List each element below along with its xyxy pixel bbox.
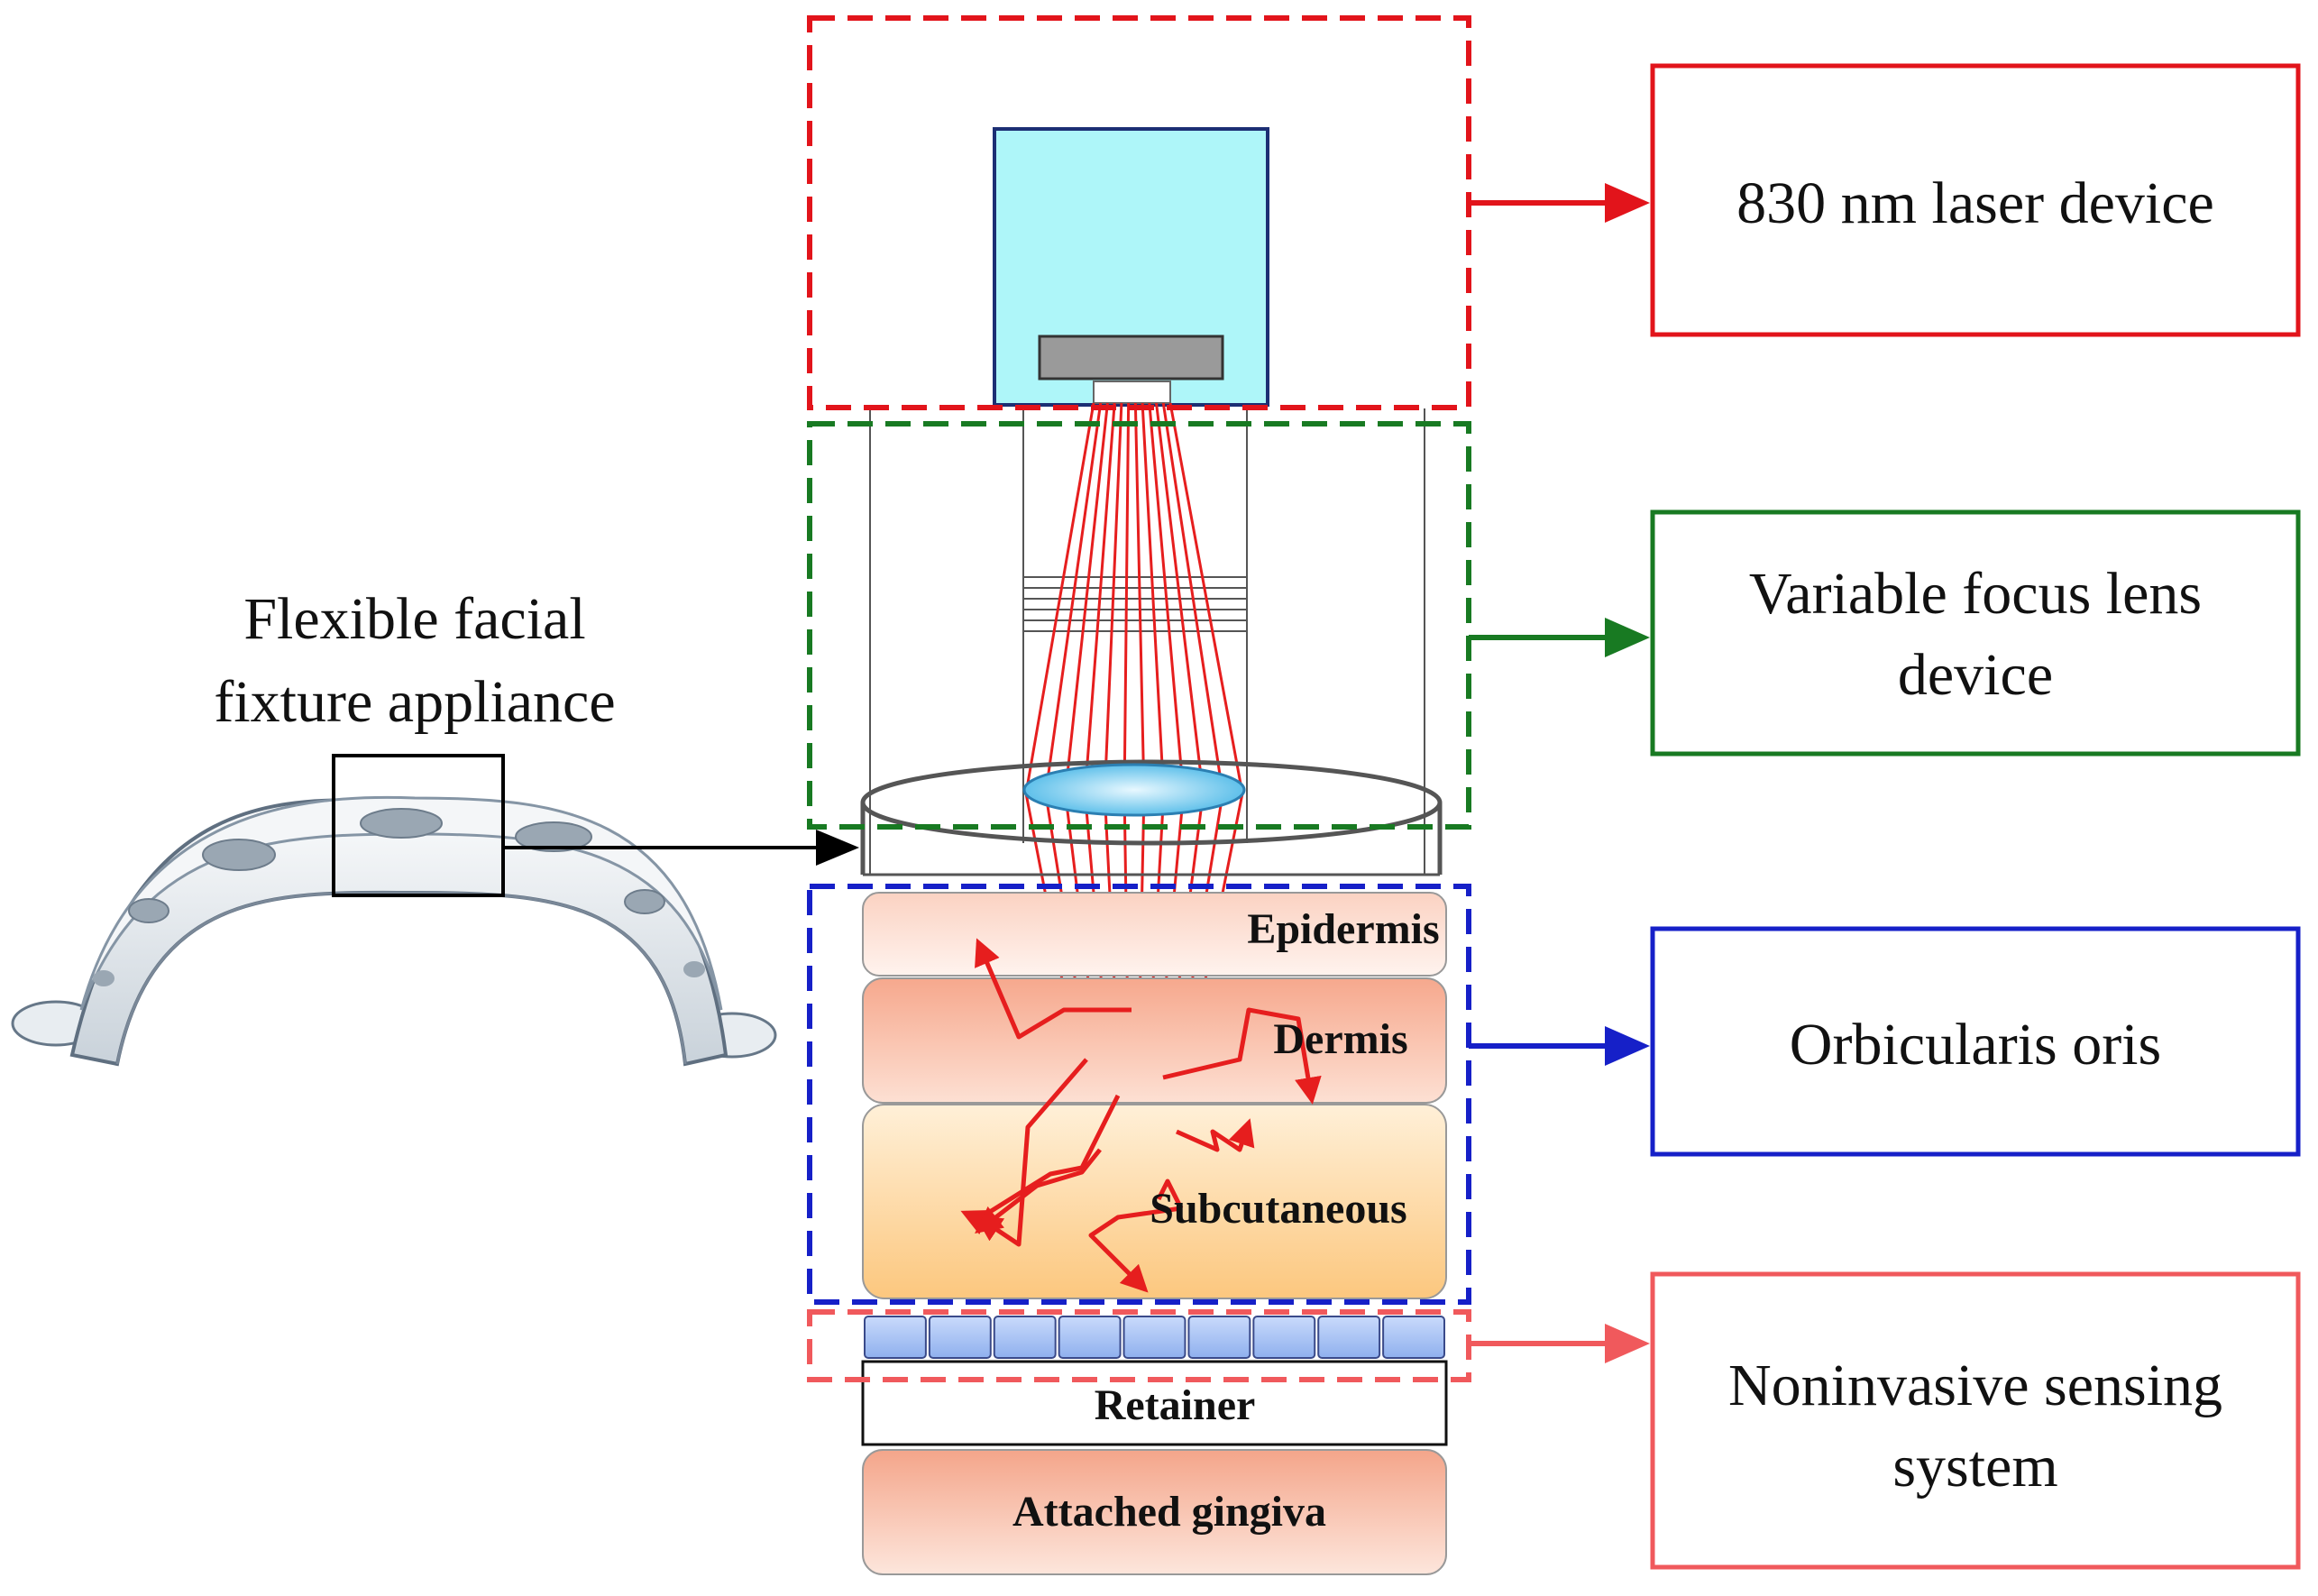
sensor-cell <box>993 1316 1057 1359</box>
sensing-callout-line2: system <box>1892 1434 2057 1500</box>
epidermis-label: Epidermis <box>1247 905 1439 953</box>
focus-lens <box>1022 763 1246 817</box>
sensor-cell <box>1317 1316 1381 1359</box>
sensor-cell <box>928 1316 992 1359</box>
epidermis-layer <box>862 892 1447 977</box>
subcutaneous-label: Subcutaneous <box>1150 1185 1406 1233</box>
callout-lens: Variable focus lens device <box>1650 509 2301 757</box>
appliance-label-line1: Flexible facial <box>243 586 585 652</box>
gingiva-layer <box>862 1449 1447 1575</box>
lens-callout-line2: device <box>1898 642 2053 708</box>
callout-laser: 830 nm laser device <box>1650 63 2301 337</box>
tissue-layers <box>861 892 1448 1575</box>
callout-arrows <box>1469 183 1650 1363</box>
dermis-label: Dermis <box>1273 1015 1407 1063</box>
appliance-label-line2: fixture appliance <box>214 669 615 735</box>
retainer-label: Retainer <box>1095 1381 1256 1429</box>
laser-callout-text: 830 nm laser device <box>1736 170 2214 236</box>
lens-tube <box>869 408 1425 875</box>
lens-platform <box>860 759 1443 876</box>
appliance-detail-box <box>332 754 505 897</box>
callout-sensing: Noninvasive sensing system <box>1650 1271 2301 1570</box>
lens-callout-line1: Variable focus lens <box>1749 561 2202 627</box>
muscle-group-outline <box>807 884 1471 1305</box>
sensing-callout-line1: Noninvasive sensing <box>1728 1353 2222 1418</box>
muscle-callout-text: Orbicularis oris <box>1790 1012 2161 1078</box>
sensor-cell <box>1382 1316 1445 1359</box>
facial-appliance: Flexible facial fixture appliance <box>11 586 859 1067</box>
sensor-cell <box>1122 1316 1186 1359</box>
sensor-cell <box>864 1316 927 1359</box>
sensor-array <box>864 1316 1445 1359</box>
scattered-light <box>960 938 1322 1293</box>
laser-group-outline <box>807 15 1471 410</box>
sensor-cell <box>1058 1316 1122 1359</box>
retainer-layer <box>861 1360 1448 1446</box>
gingiva-label: Attached gingiva <box>1012 1488 1326 1536</box>
sensor-cell <box>1252 1316 1316 1359</box>
callout-muscle: Orbicularis oris <box>1650 926 2301 1157</box>
laser-device <box>993 127 1269 407</box>
subcutaneous-layer <box>862 1104 1447 1299</box>
sensor-cell <box>1187 1316 1251 1359</box>
